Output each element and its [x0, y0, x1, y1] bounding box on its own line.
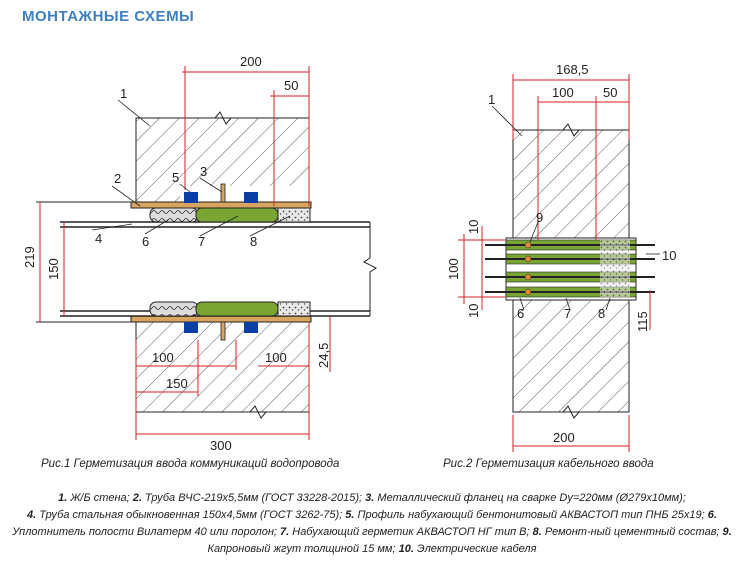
fig1-dim-150: 150 [46, 258, 61, 280]
wall2-lower [512, 299, 630, 413]
wall-break-top [136, 111, 309, 125]
sealant-top [195, 207, 279, 223]
fig1-callout-2: 2 [114, 171, 121, 186]
fig2-dim-100: 100 [552, 85, 574, 100]
fig1-callout-5: 5 [172, 170, 179, 185]
flange-bottom [220, 321, 226, 341]
wall2-break-top [513, 123, 629, 137]
figure2-drawing: 168,5 100 50 10 100 10 115 200 1 9 10 6 … [446, 62, 676, 452]
fig2-callout-6: 6 [517, 306, 524, 321]
fig2-callout-7: 7 [564, 306, 571, 321]
fig1-dimension-lines [39, 66, 331, 440]
figure1-caption: Рис.1 Герметизация ввода коммуникаций во… [41, 458, 340, 470]
page-title: МОНТАЖНЫЕ СХЕМЫ [22, 8, 195, 25]
fig1-dim-300: 300 [210, 438, 232, 453]
bentonite-profile-2 [244, 192, 258, 203]
foam-top [149, 207, 199, 223]
repair-mortar-2a [600, 240, 630, 297]
fig1-dim-150b: 150 [166, 376, 188, 391]
outer-pipe-bottom [130, 315, 312, 323]
fig1-callout-8: 8 [250, 234, 257, 249]
fig2-dim-50: 50 [603, 85, 617, 100]
fig1-callout-1: 1 [120, 86, 127, 101]
pipe-break-right [363, 222, 377, 316]
fig2-callout-1: 1 [488, 92, 495, 107]
fig1-callout-4: 4 [95, 231, 102, 246]
fig1-callout-6: 6 [142, 234, 149, 249]
installation-drawings: 200 50 219 150 100 100 150 24,5 300 1 2 … [22, 54, 676, 453]
fig1-callout-7: 7 [198, 234, 205, 249]
outer-pipe-top [130, 201, 312, 209]
fig2-leader-lines [491, 105, 660, 311]
fig2-callout-10: 10 [662, 248, 676, 263]
flange-top [220, 183, 226, 203]
bentonite-profile-4 [244, 322, 258, 333]
fig1-leader-lines [91, 99, 291, 237]
sealant-bottom [195, 301, 279, 317]
fig2-dim-168: 168,5 [556, 62, 589, 77]
fig2-dim-10b: 10 [466, 304, 481, 318]
fig2-dim-200: 200 [553, 430, 575, 445]
figure1-drawing: 200 50 219 150 100 100 150 24,5 300 1 2 … [22, 54, 377, 453]
bentonite-profile-3 [184, 322, 198, 333]
fig1-callout-3: 3 [200, 164, 207, 179]
wall2-upper [512, 129, 630, 239]
repair-mortar-bottom [277, 301, 311, 317]
figure2-caption: Рис.2 Герметизация кабельного ввода [443, 458, 654, 470]
fig1-dim-50: 50 [284, 78, 298, 93]
bentonite-profile-1 [184, 192, 198, 203]
fig1-dim-100a: 100 [152, 350, 174, 365]
fig2-callout-8: 8 [598, 306, 605, 321]
fig2-dimension-lines [458, 74, 651, 452]
fig1-dim-200: 200 [240, 54, 262, 69]
wall2-break-bottom [513, 405, 629, 419]
wall-break-bottom [136, 405, 309, 419]
fig2-dim-100v: 100 [446, 258, 461, 280]
fig1-dim-24: 24,5 [316, 343, 331, 368]
fig2-callout-9: 9 [536, 210, 543, 225]
fig2-dim-10a: 10 [466, 220, 481, 234]
fig1-dim-100b: 100 [265, 350, 287, 365]
fig2-dim-115: 115 [635, 311, 650, 332]
nylon-cords [524, 241, 532, 296]
foam-bottom [149, 301, 199, 317]
legend: 1. Ж/Б стена; 2. Труба ВЧС-219х5,5мм (ГО… [12, 492, 732, 555]
fig1-dim-219: 219 [22, 246, 37, 268]
repair-mortar-top [277, 207, 311, 223]
